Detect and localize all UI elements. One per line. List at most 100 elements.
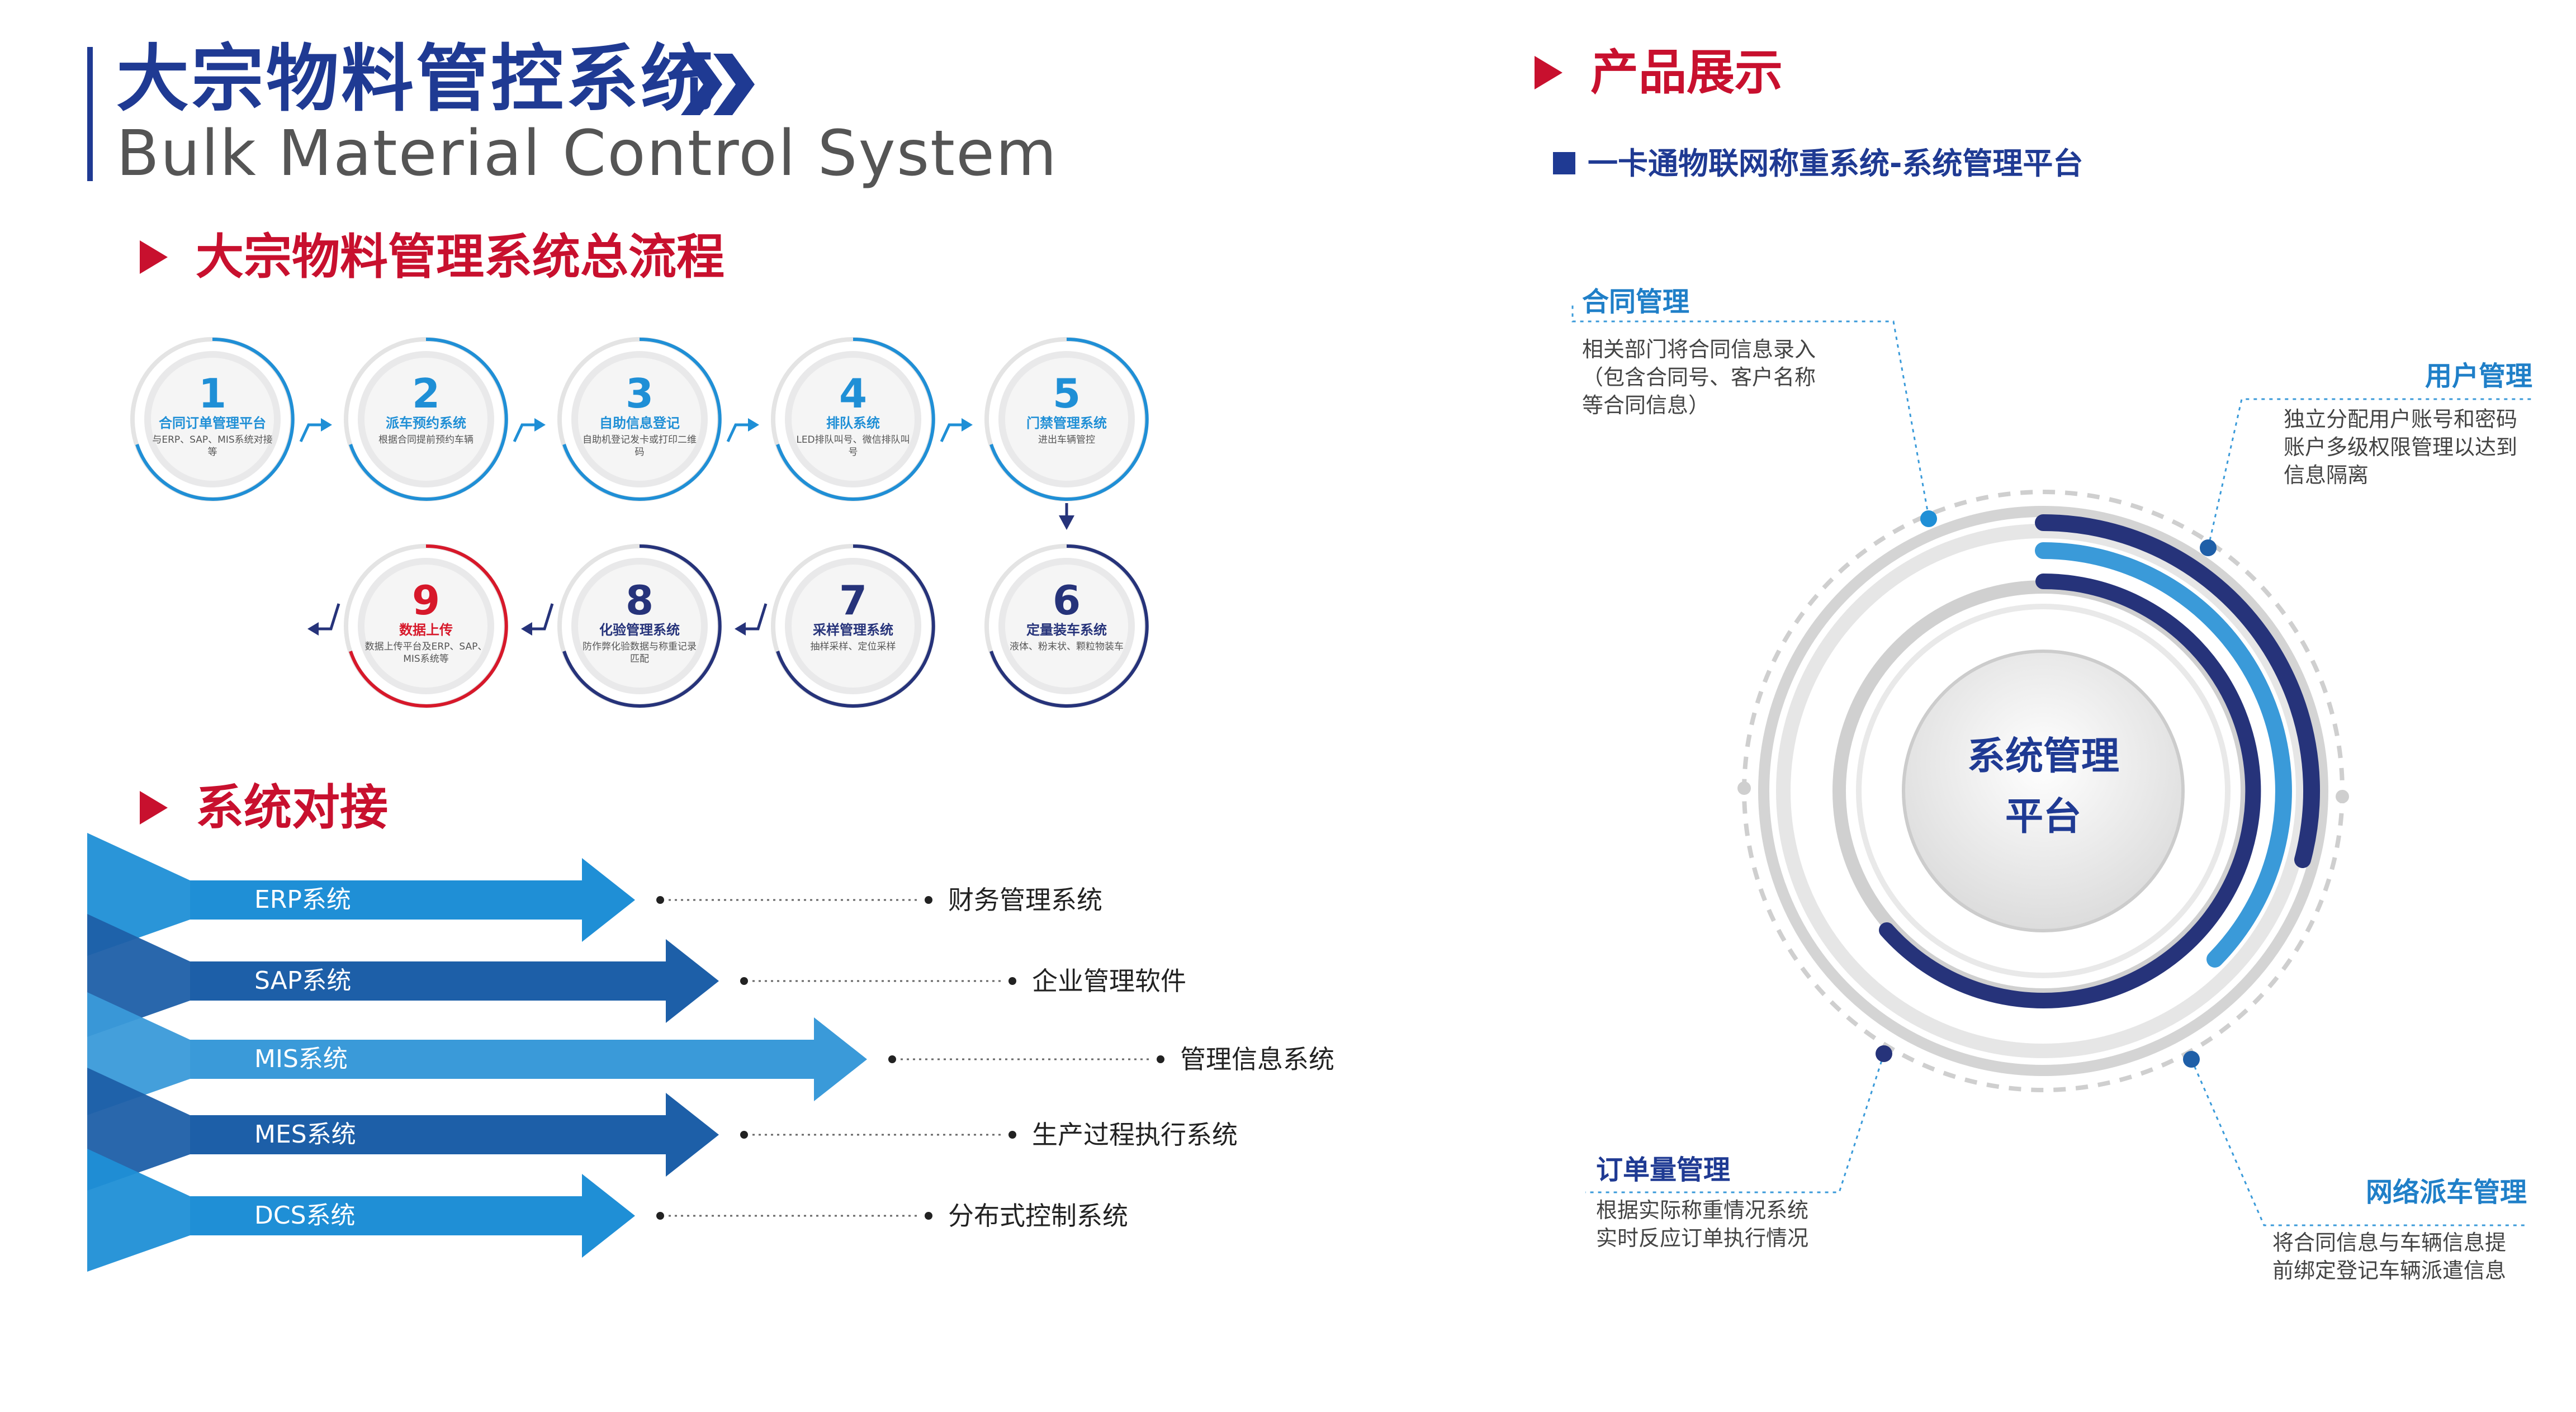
flow-connectors [299,418,1074,636]
system-target: 企业管理软件 [1032,966,1186,996]
arrowhead-icon [748,418,759,432]
ring-diagram [1571,302,2532,1226]
triangle-bullet-icon [1535,55,1562,89]
marker-contract [1920,510,1937,527]
gray-ring-thin [1856,604,2231,978]
page-subtitle: Bulk Material Control System [116,117,1058,190]
callout-user-desc: 独立分配用户账号和密码账户多级权限管理以达到信息隔离 [2284,407,2518,487]
callout-dispatch-title: 网络派车管理 [2365,1177,2527,1208]
title-accent-bar [87,47,93,181]
gray-ring-outer [1758,506,2328,1076]
double-chevron-icon [681,54,759,117]
step-title: 自助信息登记 [599,415,680,431]
center-label-line1: 系统管理 [1967,735,2119,779]
step-title: 数据上传 [399,622,453,638]
callout-order-desc: 根据实际称重情况系统实时反应订单执行情况 [1596,1198,1809,1250]
product-subheading: 一卡通物联网称重系统-系统管理平台 [1553,144,2083,183]
connector-line [530,603,554,631]
triangle-bullet-icon [140,240,168,274]
system-label: ERP系统 [254,885,351,914]
step-title: 门禁管理系统 [1026,415,1107,431]
triangle-bullet-icon [140,790,168,825]
step-description: 抽样采样、定位采样 [810,641,896,652]
leader-dispatch [2190,1059,2527,1226]
step-title: 采样管理系统 [813,622,893,638]
product-section-heading: 产品展示 [1535,45,1783,101]
step-number: 4 [839,370,868,417]
callout-user-title: 用户管理 [2425,361,2532,392]
connector-line [744,603,768,631]
system-label: MIS系统 [254,1045,348,1073]
step-number: 5 [1052,370,1081,417]
step-description: 自助机登记发卡或打印二维码 [583,434,697,458]
marker-dispatch [2183,1051,2200,1068]
system-arrow-shape [87,1149,932,1272]
ring-dot [1737,781,1751,795]
flow-section-heading: 大宗物料管理系统总流程 [140,229,724,285]
system-target: 财务管理系统 [948,885,1102,915]
step-title: 排队系统 [826,415,880,431]
system-target: 分布式控制系统 [948,1201,1128,1231]
arc-middle-blue [2035,542,2292,968]
square-bullet-icon [1553,152,1575,175]
system-label: MES系统 [254,1120,356,1149]
ring-dot [2336,790,2349,803]
gray-ring-2 [1776,524,2310,1058]
step-number: 1 [198,370,227,417]
connector-line [299,423,322,443]
connector-line [316,603,340,631]
callout-contract-desc: 相关部门将合同信息录入（包含合同号、客户名称等合同信息） [1582,337,1816,418]
step-title: 定量装车系统 [1026,622,1107,638]
step-number: 9 [411,577,441,624]
page-title: 大宗物料管控系统 [116,36,716,121]
marker-user [2200,539,2217,556]
step-description: 数据上传平台及ERP、SAP、MIS系统等 [364,641,487,665]
system-arrow-shape [87,833,932,956]
step-title: 合同订单管理平台 [159,415,266,431]
step-title: 化验管理系统 [599,622,680,638]
step-description: 防作弊化验数据与称重记录匹配 [583,641,697,665]
integration-section-heading: 系统对接 [140,780,388,836]
system-target: 生产过程执行系统 [1032,1120,1238,1150]
arc-outer-dark [2035,514,2321,868]
connector-line [513,423,536,443]
arrowhead-icon [521,622,532,636]
arrowhead-icon [735,622,746,636]
arrowhead-icon [962,418,973,432]
step-description: 与ERP、SAP、MIS系统对接等 [152,434,273,458]
system-label: DCS系统 [254,1201,356,1230]
leader-order [1585,1053,1885,1193]
step-number: 8 [625,577,654,624]
step-description: 进出车辆管控 [1038,434,1095,446]
callout-dispatch-desc: 将合同信息与车辆信息提前绑定登记车辆派遣信息 [2272,1230,2507,1283]
step-number: 2 [411,370,441,417]
arrowhead-icon [1059,515,1074,530]
marker-order [1876,1045,1892,1062]
ring-center-label: 系统管理 平台 [1931,727,2155,847]
connector-line [726,423,749,443]
step-number: 6 [1052,577,1081,624]
callout-order-title: 订单量管理 [1596,1154,1731,1186]
step-description: 根据合同提前预约车辆 [378,434,473,446]
arrowhead-icon [307,622,319,636]
callout-contract-title: 合同管理 [1582,286,1690,318]
step-description: 液体、粉末状、颗粒物装车 [1010,641,1124,652]
arrowhead-icon [321,418,332,432]
system-target: 管理信息系统 [1180,1044,1334,1074]
step-title: 派车预约系统 [386,415,466,431]
leader-user [2207,398,2532,548]
system-label: SAP系统 [254,966,352,995]
connector-line [940,423,963,443]
center-disc [1902,650,2185,932]
center-label-line2: 平台 [2005,795,2081,839]
step-number: 3 [625,370,654,417]
